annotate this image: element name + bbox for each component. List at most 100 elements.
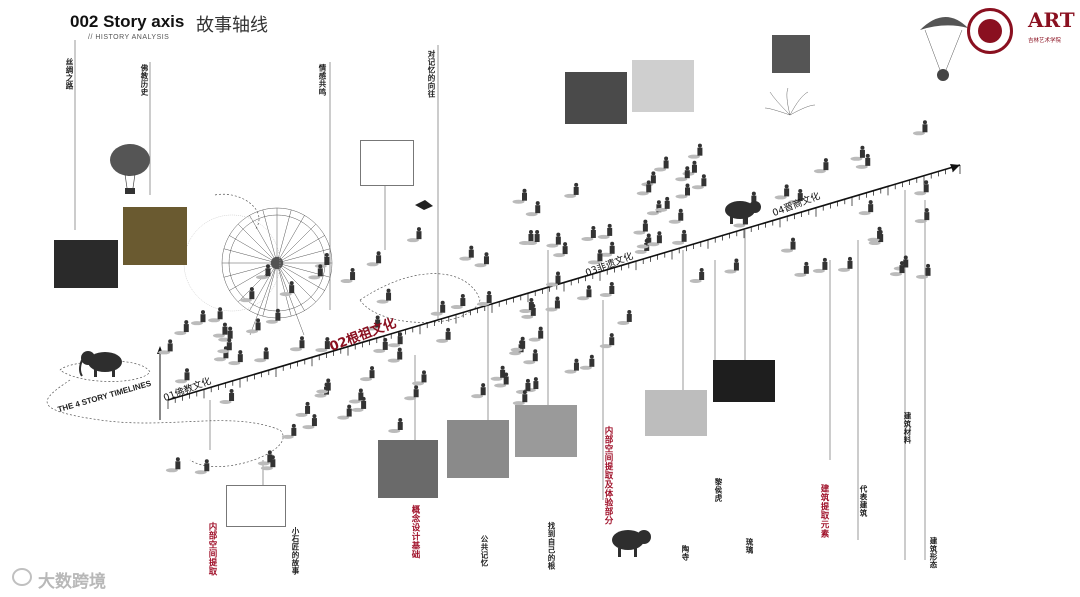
page-title: 002 Story axis [70, 12, 184, 32]
figure-silhouette [577, 285, 592, 300]
figure-silhouette [637, 180, 652, 195]
figure-silhouette [388, 348, 403, 363]
parachute-illustration [920, 17, 968, 81]
figure-silhouette [690, 268, 705, 283]
text-column [492, 480, 524, 580]
figure-silhouette [669, 209, 684, 224]
text-column [935, 450, 971, 550]
figure-silhouette [290, 336, 305, 351]
figure-silhouette [859, 200, 874, 215]
figure-silhouette [214, 346, 229, 361]
figure-silhouette [337, 405, 352, 420]
figure-silhouette [581, 226, 596, 241]
figure-silhouette [228, 350, 243, 365]
label-interior-experience: 内部空间提取及体验部分 [602, 426, 614, 525]
label-find-roots: 找到自己的根 [546, 522, 557, 570]
label-interior-extraction: 内部空间提取 [206, 522, 218, 576]
figure-silhouette [404, 385, 419, 400]
figure-silhouette [254, 347, 269, 362]
figure-silhouette [654, 156, 669, 171]
figure-silhouette [407, 227, 422, 242]
figure-silhouette [598, 224, 613, 239]
figure-silhouette [513, 189, 528, 204]
ferris-wheel-illustration [184, 208, 332, 335]
label-building-material: 建筑材料 [902, 412, 913, 444]
main-axis [157, 164, 960, 420]
figure-silhouette [412, 370, 427, 385]
figure-silhouette [564, 359, 579, 374]
text-column [425, 500, 457, 580]
figure-silhouette [523, 349, 538, 364]
label-architecture-element: 建筑提取元素 [818, 484, 830, 538]
label-public-memory: 公共记忆 [479, 535, 490, 567]
figure-silhouette [838, 257, 853, 272]
label-memory-longing: 对记忆的向往 [426, 50, 437, 98]
watermark-icon [12, 568, 32, 586]
figure-silhouette [436, 328, 451, 343]
figure-silhouette [491, 366, 506, 381]
photo-stone-relief [565, 72, 627, 124]
label-ceramics: 陶寺 [680, 545, 691, 561]
photo-city-gate [515, 405, 577, 457]
label-emotion-resonance: 情感共鸣 [317, 64, 328, 96]
figure-silhouette [672, 230, 687, 245]
text-column [690, 440, 722, 540]
figure-silhouette [850, 146, 865, 161]
text-column [866, 330, 902, 450]
figure-silhouette [676, 183, 691, 198]
figure-silhouette [914, 180, 929, 195]
figure-silhouette [545, 296, 560, 311]
figure-silhouette [724, 259, 739, 274]
figure-silhouette [477, 291, 492, 306]
text-column [560, 465, 596, 555]
elephant-illustration [612, 530, 651, 557]
figure-silhouette [195, 459, 210, 474]
text-column [272, 418, 294, 518]
label-little-stone-story: 小石匠的故事 [290, 527, 301, 575]
photo-artifact [713, 360, 775, 402]
figure-silhouette [377, 289, 392, 304]
art-logo: ART [1028, 8, 1075, 32]
figure-silhouette [688, 144, 703, 159]
figure-silhouette [166, 457, 181, 472]
figure-silhouette [814, 158, 829, 173]
figure-silhouette [280, 281, 295, 296]
dashed-route [215, 194, 259, 230]
text-column [307, 418, 329, 518]
photo-courtyard [772, 35, 810, 73]
figure-silhouette [647, 200, 662, 215]
text-column [450, 45, 494, 165]
figure-silhouette [220, 389, 235, 404]
photo-buddhist-interior [54, 240, 118, 288]
figure-silhouette [373, 338, 388, 353]
figure-silhouette [367, 251, 382, 266]
figure-silhouette [360, 366, 375, 381]
figure-silhouette [580, 355, 595, 370]
figure-silhouette [174, 320, 189, 335]
label-concept-basis: 概念设计基础 [409, 505, 421, 559]
label-buddhism-history: 佛教历史 [139, 64, 150, 96]
figure-silhouette [813, 258, 828, 273]
label-glazed-tile: 琉璃 [744, 538, 755, 554]
page-title-cn: 故事轴线 [196, 11, 268, 37]
text-column [86, 58, 108, 148]
text-column [620, 430, 656, 530]
figure-silhouette [915, 208, 930, 223]
figure-silhouette [474, 252, 489, 267]
label-representative-building: 代表建筑 [858, 485, 869, 517]
page-subtitle: // HISTORY ANALYSIS [88, 34, 169, 41]
figure-silhouette [191, 310, 206, 325]
text-column [160, 60, 188, 140]
figure-silhouette [526, 201, 541, 216]
university-seal-logo [967, 8, 1013, 54]
figure-silhouette [213, 323, 228, 338]
figure-silhouette [633, 220, 648, 235]
elephant-illustration [80, 351, 122, 377]
photo-temple-hall [123, 207, 187, 265]
label-silk-road: 丝绸之路 [64, 58, 75, 90]
figure-silhouette [296, 402, 311, 417]
figure-silhouette [158, 339, 173, 354]
figure-silhouette [388, 418, 403, 433]
watermark: 大数跨境 [38, 567, 106, 592]
